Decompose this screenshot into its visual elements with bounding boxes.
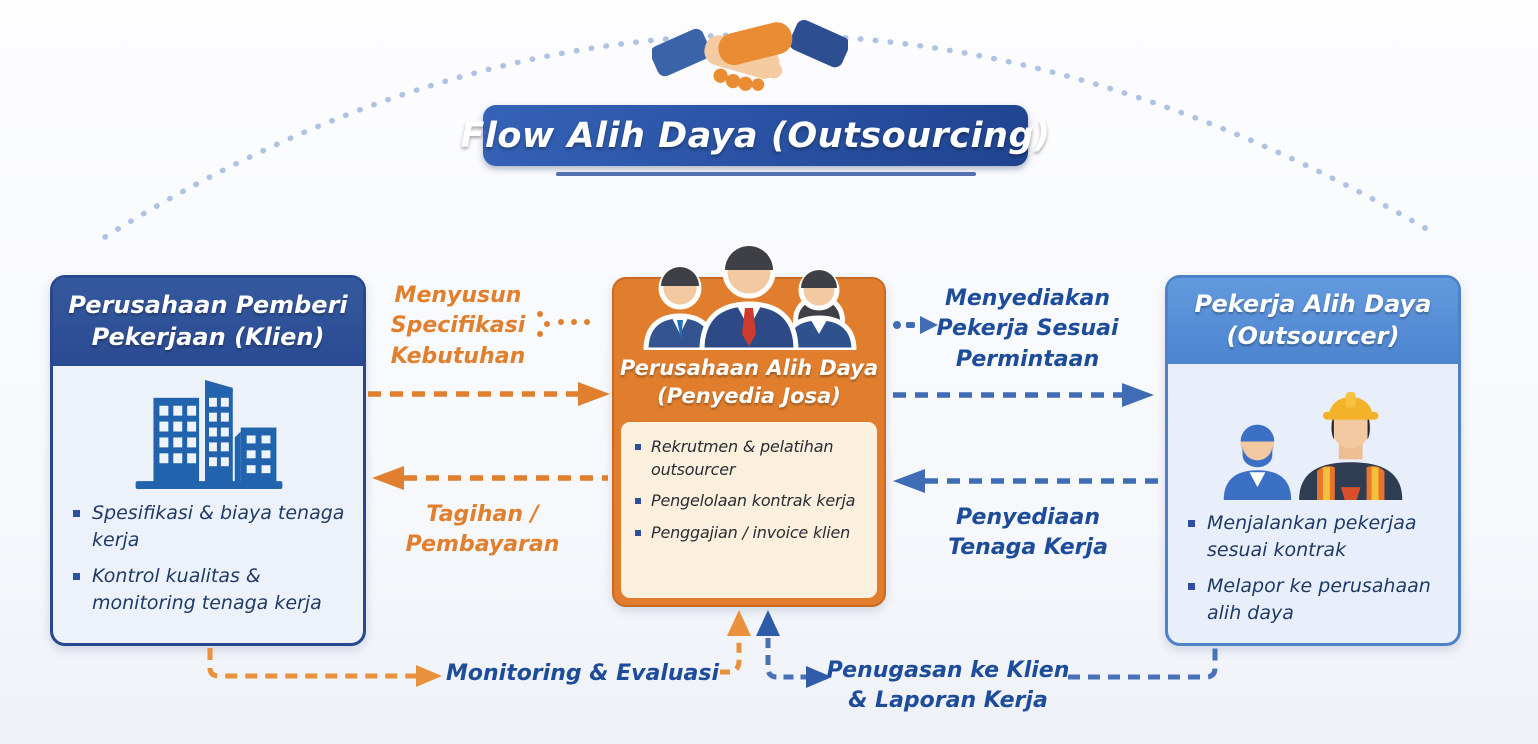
arrow-label-tagihan-pembayaran: Tagihan / Pembayaran xyxy=(405,502,560,558)
arrow-label-menyediakan-pekerja: Menyediakan Pekerja Sesuai Permintaan xyxy=(936,286,1119,372)
list-item: Penggajian / invoice klien xyxy=(635,522,871,545)
worker-icon-wrap xyxy=(1168,364,1458,500)
arrow-provider-to-client xyxy=(372,466,608,490)
bullet-text: Kontrol kualitas & monitoring tenaga ker… xyxy=(92,564,322,614)
list-item: Melapor ke perusahaan alih daya xyxy=(1188,573,1448,627)
page-title-banner: Flow Alih Daya (Outsourcing) xyxy=(460,105,1050,166)
arrow-label-monitoring-evaluasi: Monitoring & Evaluasi xyxy=(445,661,720,686)
worker-box-title: Pekerja Alih Daya (Outsourcer) xyxy=(1168,278,1458,364)
provider-box-title: Perusahaan Alih Daya (Penyedia Josa) xyxy=(619,356,879,408)
client-bullet-list: Spesifikasi & biaya tenaga kerja Kontrol… xyxy=(53,500,363,617)
construction-workers-icon xyxy=(1223,391,1402,500)
list-item: Pengelolaan kontrak kerja xyxy=(635,490,871,513)
business-team-icon xyxy=(643,245,857,350)
client-icon-wrap xyxy=(53,366,363,490)
arrow-label-menyusun-spesifikasi: Menyusun Specifikasi Kebutuhan xyxy=(390,283,526,369)
bullet-text: Rekrutmen & pelatihan outsourcer xyxy=(651,437,834,479)
provider-bullet-list: Rekrutmen & pelatihan outsourcer Pengelo… xyxy=(621,436,877,545)
worker-bullet-list: Menjalankan pekerjaa sesuai kontrak Mela… xyxy=(1168,510,1458,627)
bullet-text: Spesifikasi & biaya tenaga kerja xyxy=(92,502,345,551)
list-item: Spesifikasi & biaya tenaga kerja xyxy=(73,500,353,554)
page-title: Flow Alih Daya (Outsourcing) xyxy=(460,115,1051,156)
worker-box: Pekerja Alih Daya (Outsourcer) xyxy=(1165,275,1461,646)
bullet-text: Melapor ke perusahaan alih daya xyxy=(1207,574,1431,624)
list-item: Menjalankan pekerjaa sesuai kontrak xyxy=(1188,510,1448,564)
bullet-text: Penggajian / invoice klien xyxy=(651,523,851,543)
dotted-decoration-orange xyxy=(537,311,590,337)
handshake-icon xyxy=(652,19,848,91)
buildings-icon xyxy=(135,379,283,490)
bullet-text: Pengelolaan kontrak kerja xyxy=(651,491,856,511)
list-item: Rekrutmen & pelatihan outsourcer xyxy=(635,436,871,481)
arrow-label-penyediaan-tenaga-kerja: Penyediaan Tenaga Kerja xyxy=(948,505,1108,561)
provider-box-body: Rekrutmen & pelatihan outsourcer Pengelo… xyxy=(621,422,877,598)
client-box: Perusahaan Pemberi Pekerjaan (Klien) xyxy=(50,275,366,646)
list-item: Kontrol kualitas & monitoring tenaga ker… xyxy=(73,563,353,617)
client-box-title: Perusahaan Pemberi Pekerjaan (Klien) xyxy=(53,278,363,366)
arrow-provider-to-worker xyxy=(893,383,1154,407)
provider-box: Perusahaan Alih Daya (Penyedia Josa) Rek… xyxy=(612,245,886,607)
arrow-label-penugasan-laporan: Penugasan ke Klien & Laporan Kerja xyxy=(826,658,1070,714)
arrow-worker-to-provider xyxy=(893,469,1158,493)
arrow-client-to-provider xyxy=(368,382,610,406)
title-underline xyxy=(556,172,976,176)
bullet-text: Menjalankan pekerjaa sesuai kontrak xyxy=(1207,512,1417,561)
